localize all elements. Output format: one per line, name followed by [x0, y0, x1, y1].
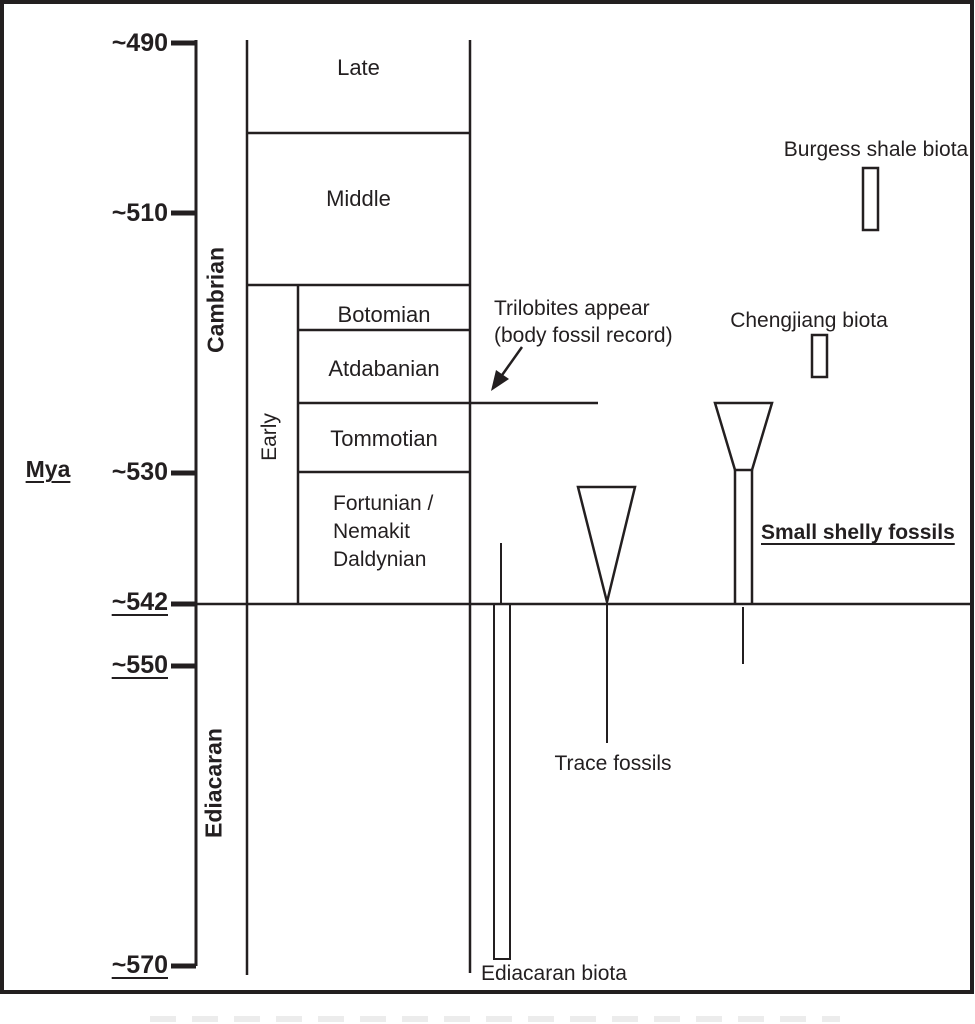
tick-label-530: ~530	[111, 458, 168, 486]
cropped-caption-sliver	[150, 1016, 840, 1022]
trilobites-arrow-shaft	[498, 346, 524, 379]
trilobites-arrow-head	[491, 370, 509, 391]
annotation-trilobites-appear: Trilobites appear (body fossil record)	[494, 297, 673, 347]
outer-frame	[0, 0, 974, 994]
axis-title: Mya	[25, 456, 71, 482]
small-shelly-funnel	[713, 401, 774, 472]
annotation-small-shelly-fossils: Small shelly fossils	[761, 521, 955, 544]
stage-label-fortunian-nemakit-daldynian: Fortunian / Nemakit Daldynian	[333, 492, 434, 571]
epoch-label-early: Early	[258, 413, 281, 461]
stage-label-late: Late	[337, 55, 380, 80]
annotation-chengjiang-biota: Chengjiang biota	[730, 309, 888, 332]
trace-fossils-funnel	[576, 485, 637, 603]
stage-label-botomian: Botomian	[337, 302, 431, 327]
burgess-shale-range-bar	[861, 166, 880, 232]
period-label-cambrian: Cambrian	[202, 246, 229, 354]
ediacaran-biota-range-bar	[493, 603, 511, 960]
annotation-trace-fossils: Trace fossils	[554, 752, 672, 775]
tick-label-542: ~542	[111, 588, 168, 616]
chengjiang-range-bar	[810, 333, 829, 379]
stage-label-atdabanian: Atdabanian	[328, 356, 440, 381]
annotation-burgess-shale-biota: Burgess shale biota	[783, 138, 969, 161]
annotation-ediacaran-biota: Ediacaran biota	[481, 962, 627, 985]
stage-label-tommotian: Tommotian	[330, 426, 438, 451]
tick-label-550: ~550	[111, 651, 168, 679]
tick-label-570: ~570	[111, 951, 168, 979]
stage-label-middle: Middle	[326, 186, 391, 211]
period-label-ediacaran: Ediacaran	[200, 728, 227, 838]
tick-label-510: ~510	[111, 199, 168, 227]
tick-label-490: ~490	[111, 29, 168, 57]
